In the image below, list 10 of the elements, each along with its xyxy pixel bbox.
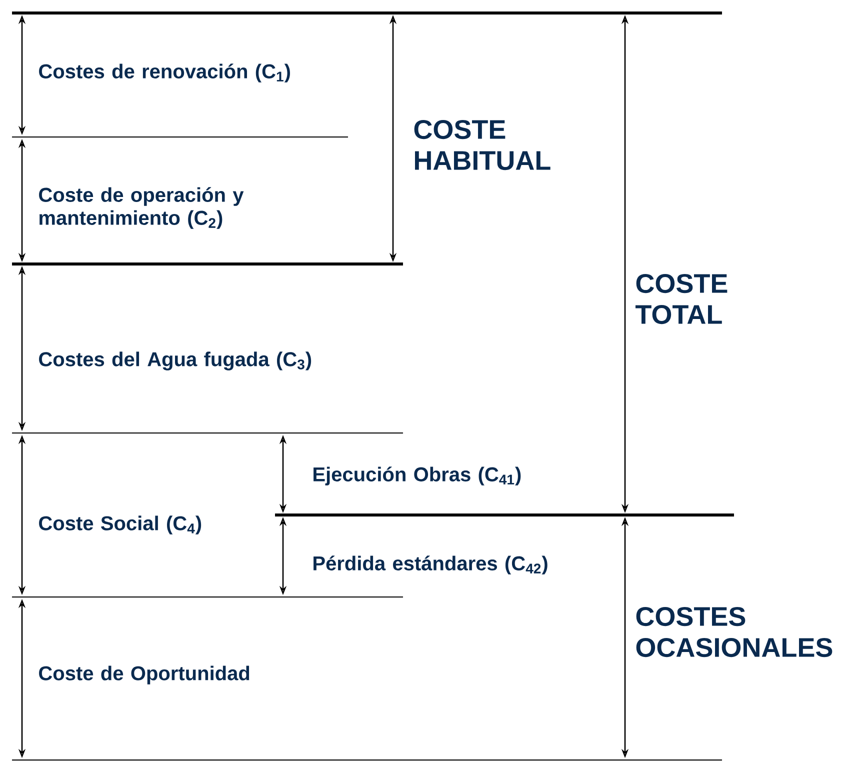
category-label: COSTES OCASIONALES: [636, 606, 832, 658]
cost-label: Coste Social (C$_{4}$): [39, 516, 202, 534]
cost-label: Ejecución Obras (C$_{41}$): [314, 466, 521, 486]
cost-label: Costes del Agua fugada (C$_{3}$): [39, 352, 312, 370]
category-label: COSTE HABITUAL: [414, 120, 550, 170]
cost-label: Costes de renovación (C$_{1}$): [39, 64, 290, 82]
cost-label: Pérdida estándares (C$_{42}$): [314, 556, 548, 574]
cost-label: Coste de operación y mantenimiento (C$_{2}$): [39, 187, 244, 229]
category-label: COSTE TOTAL: [636, 274, 728, 324]
cost-label: Coste de Oportunidad: [39, 666, 250, 684]
